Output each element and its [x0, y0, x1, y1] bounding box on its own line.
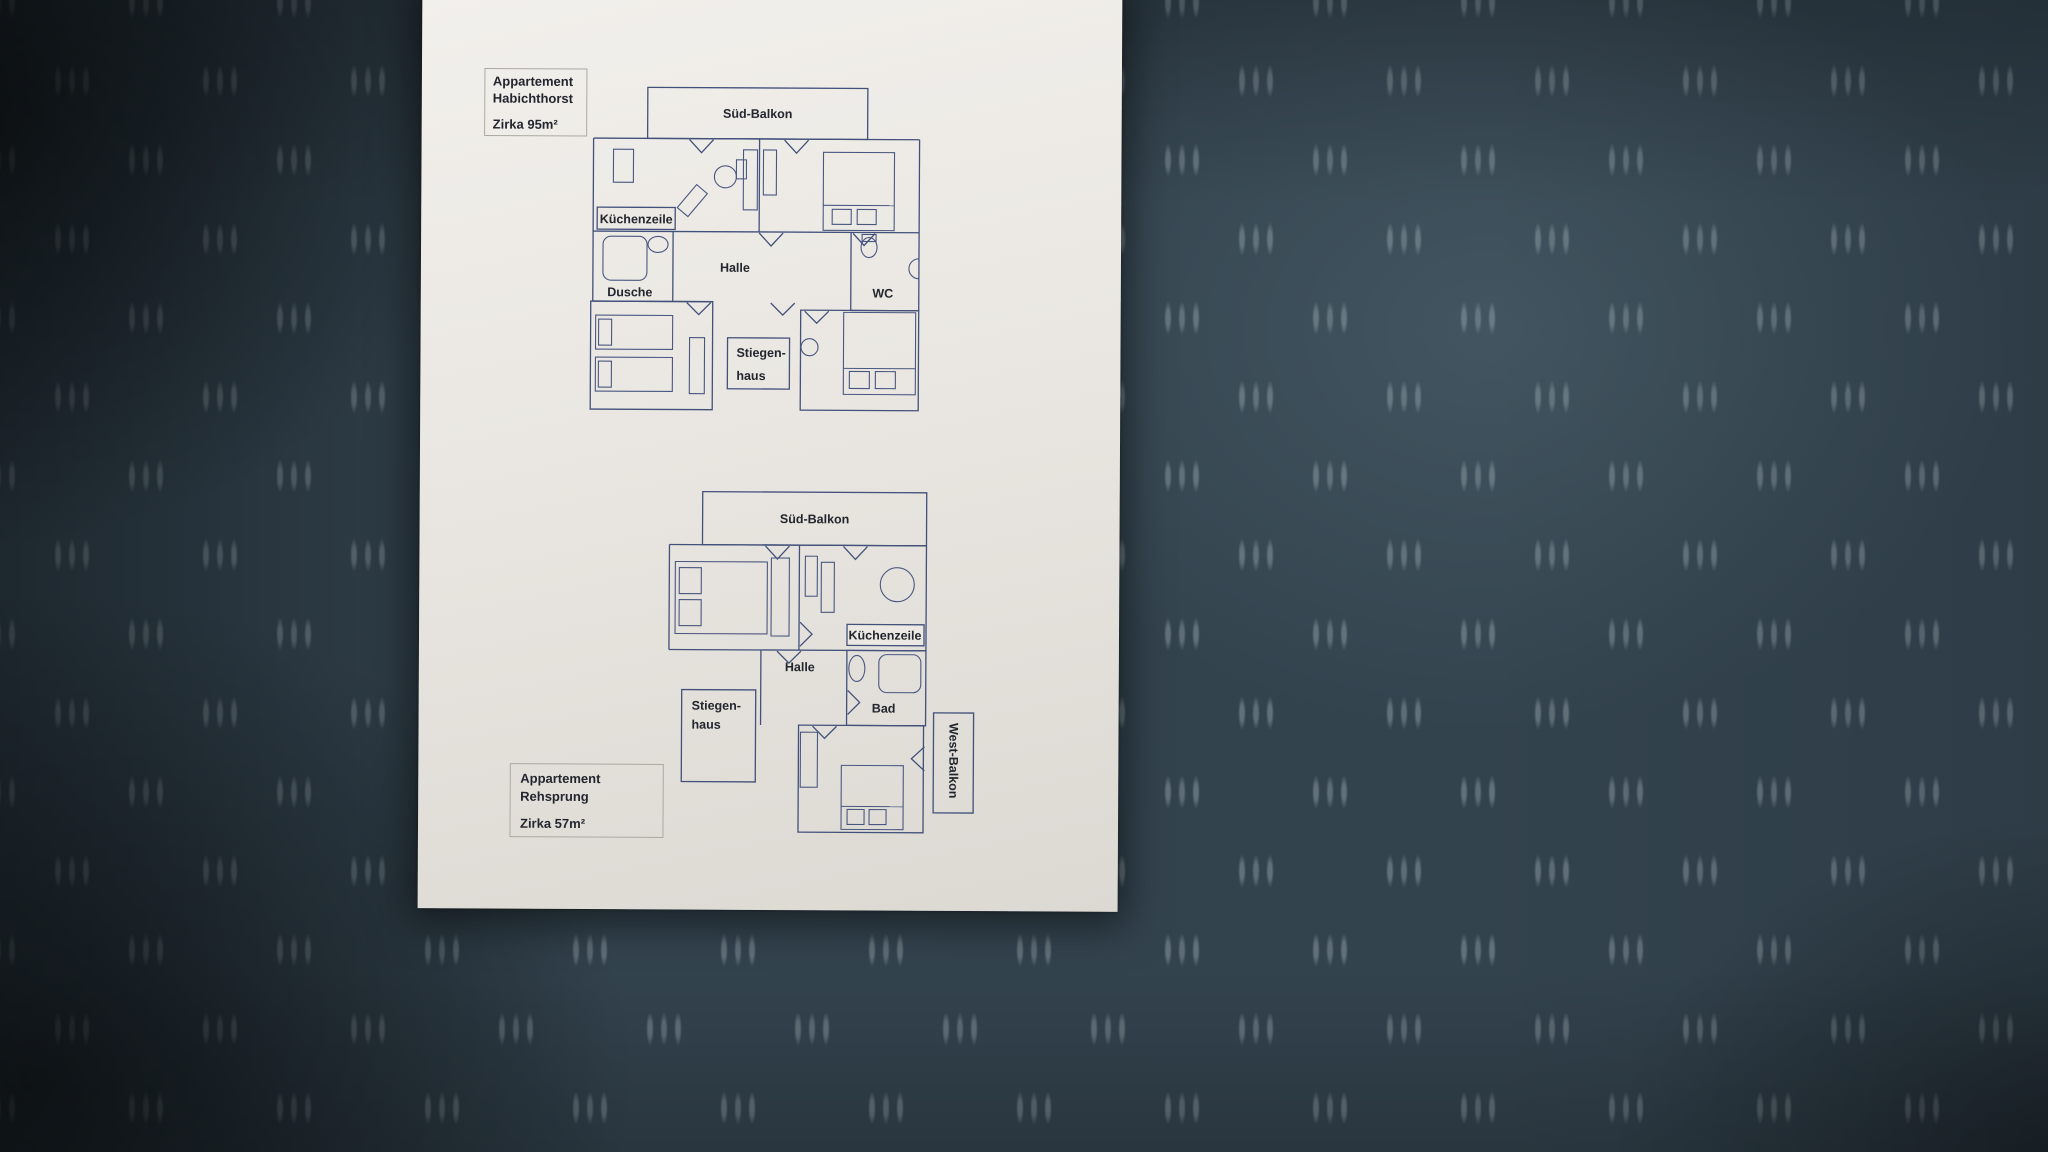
door-mark — [686, 302, 712, 316]
floorplan-rehsprung: Appartement Rehsprung Zirka 57m² — [509, 490, 975, 838]
wash-basin — [647, 235, 669, 253]
pillow — [831, 208, 852, 225]
pillow — [597, 360, 612, 388]
shower-tray — [878, 654, 922, 694]
pillow — [846, 808, 865, 826]
plan2-title-line1: Appartement — [520, 771, 601, 786]
door-mark — [842, 545, 868, 561]
door-mark — [852, 232, 876, 247]
cupboard — [612, 148, 635, 183]
plan1-furniture — [594, 148, 920, 396]
plan2-room-labels: Süd-Balkon Küchenzeile Halle Bad Stiegen… — [692, 512, 961, 799]
label-sued-balkon: Süd-Balkon — [723, 107, 793, 121]
plan2-door-marks — [764, 545, 925, 772]
label-stiegenhaus-1: Stiegen- — [736, 346, 785, 360]
plan2-title-box-border — [509, 763, 664, 838]
wardrobe — [762, 149, 778, 196]
plan1-room-labels: Süd-Balkon Küchenzeile Dusche Halle WC S… — [600, 107, 894, 383]
double-bed — [842, 311, 917, 396]
label-stiegenhaus-1: Stiegen- — [692, 699, 741, 713]
label-stiegenhaus-2: haus — [736, 369, 765, 383]
plan2-walls — [668, 490, 975, 834]
shower-tray — [602, 235, 648, 281]
door-mark — [784, 139, 810, 155]
plan2-title-line2: Rehsprung — [520, 789, 589, 804]
wardrobe — [688, 337, 706, 395]
door-mark — [758, 232, 784, 247]
double-bed — [840, 764, 904, 831]
pillow — [597, 318, 613, 346]
double-bed — [822, 151, 896, 232]
label-halle: Halle — [785, 660, 815, 674]
door-mark — [812, 725, 837, 740]
round-table — [879, 567, 915, 603]
label-bad: Bad — [872, 702, 896, 716]
plan2-stairwell-outline — [680, 688, 757, 783]
door-mark — [776, 650, 802, 665]
paper-sheet: Appartement Habichthorst Zirka 95m² — [417, 0, 1123, 912]
plan1-walls — [589, 86, 921, 412]
wardrobe — [799, 731, 819, 788]
pillow — [856, 208, 877, 226]
plan1-title-line2: Habichthorst — [493, 91, 574, 106]
door-mark — [689, 139, 715, 154]
door-mark — [764, 545, 790, 560]
round-table — [713, 165, 737, 189]
plan2-title-box: Appartement Rehsprung Zirka 57m² — [509, 763, 664, 838]
kitchen-counter — [804, 555, 818, 597]
door-mark — [910, 746, 925, 772]
toilet-tank — [861, 233, 877, 243]
label-sued-balkon: Süd-Balkon — [780, 512, 850, 526]
wc-basin — [908, 258, 920, 280]
floorplan-habichthorst: Appartement Habichthorst Zirka 95m² — [484, 67, 921, 412]
lounge-chair — [676, 183, 709, 218]
side-table — [800, 338, 819, 357]
wardrobe — [742, 149, 759, 211]
plan1-door-marks — [686, 139, 876, 325]
door-mark — [804, 310, 830, 325]
plan2-bedroom-outline — [797, 724, 925, 834]
pillow — [868, 808, 887, 826]
plan2-area-label: Zirka 57m² — [520, 816, 586, 831]
double-bed — [674, 560, 768, 635]
single-bed — [594, 314, 674, 351]
pillow — [848, 370, 870, 390]
toilet — [860, 236, 878, 259]
door-mark — [770, 302, 796, 316]
plan1-kitchenette-box — [596, 206, 676, 231]
door-mark — [847, 689, 861, 715]
door-mark — [799, 621, 813, 647]
plan1-title-box-border — [484, 67, 588, 137]
single-bed — [594, 356, 674, 393]
label-kuechenzeile: Küchenzeile — [849, 628, 922, 642]
pillow — [874, 370, 896, 390]
label-kuechenzeile: Küchenzeile — [600, 212, 673, 226]
plan1-area-label: Zirka 95m² — [493, 117, 559, 132]
label-stiegenhaus-2: haus — [692, 718, 721, 732]
plan1-title-line1: Appartement — [493, 74, 574, 89]
plan1-bedroom-right-outline — [799, 309, 920, 412]
plan1-stairwell-outline — [726, 337, 791, 390]
plan1-title-box: Appartement Habichthorst Zirka 95m² — [484, 67, 588, 137]
label-dusche: Dusche — [607, 285, 652, 299]
label-halle: Halle — [720, 261, 750, 275]
pillow — [678, 566, 702, 595]
plan2-kitchenette-box — [846, 623, 925, 647]
chair — [735, 159, 748, 180]
pillow — [678, 598, 702, 627]
wash-basin — [848, 654, 866, 683]
label-west-balkon: West-Balkon — [946, 723, 960, 799]
plan2-west-balcony-outline — [932, 712, 975, 814]
plan1-bedroom-left-outline — [589, 300, 714, 411]
label-wc: WC — [872, 287, 893, 301]
plan2-furniture — [674, 555, 922, 831]
wardrobe — [770, 557, 790, 637]
kitchen-counter — [820, 561, 835, 613]
